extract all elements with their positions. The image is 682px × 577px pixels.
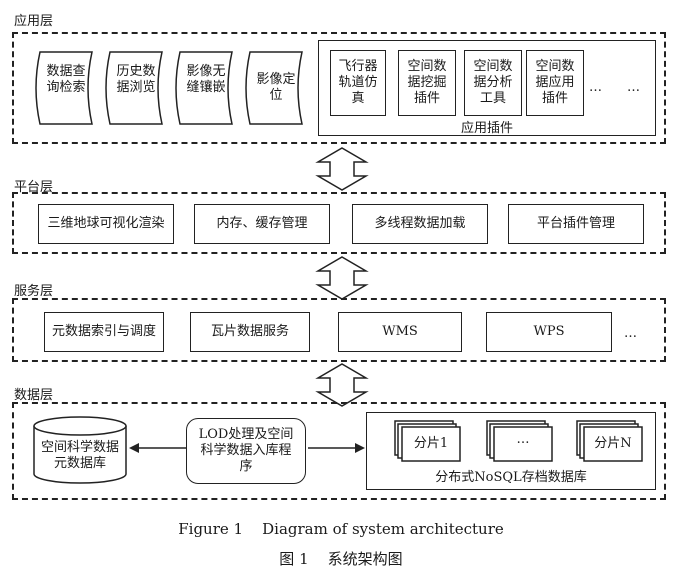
module-data-query: 数据查询检索 (46, 64, 86, 95)
plugins-caption: 应用插件 (460, 121, 513, 136)
module-image-locate: 影像定位 (256, 72, 296, 103)
storage-caption: 分布式NoSQL存档数据库 (435, 470, 587, 485)
platform-layer-title: 平台层 (14, 180, 54, 195)
service-tile-data: 瓦片数据服务 (190, 312, 310, 352)
storage-container (366, 412, 656, 490)
arrow-platform-service (315, 256, 369, 300)
data-layer-frame (12, 402, 666, 500)
module-history-browse: 历史数据浏览 (116, 64, 156, 95)
app-layer-frame (12, 32, 666, 144)
arrow-service-data (315, 363, 369, 407)
service-metadata-index: 元数据索引与调度 (44, 312, 164, 352)
module-shape-1 (35, 51, 93, 125)
shard-stack-2 (486, 420, 553, 462)
platform-layer-frame (12, 192, 666, 254)
platform-plugin-manage: 平台插件管理 (508, 204, 644, 244)
module-shape-2 (105, 51, 163, 125)
arrow-to-database (129, 443, 186, 453)
module-image-mosaic: 影像无缝镶嵌 (186, 64, 226, 95)
app-modules-shapes (35, 51, 303, 125)
shard-ellipsis-label: … (516, 432, 530, 447)
lod-ingest-program: LOD处理及空间科学数据入库程序 (186, 418, 306, 484)
platform-memory-cache: 内存、缓存管理 (194, 204, 330, 244)
shard-n-label: 分片N (594, 436, 632, 451)
plugins-ellipsis: … (589, 80, 602, 95)
data-layer-title: 数据层 (14, 388, 54, 403)
figure-caption-en: Figure 1 Diagram of system architecture (178, 520, 504, 538)
database-metadata: 空间科学数据元数据库 (40, 440, 119, 471)
database-cylinder-icon (33, 416, 127, 484)
service-wms: WMS (338, 312, 462, 352)
figure-caption-cn: 图 1 系统架构图 (279, 550, 403, 568)
service-wps: WPS (486, 312, 612, 352)
plugins-container (318, 40, 656, 136)
platform-globe-render: 三维地球可视化渲染 (38, 204, 174, 244)
service-ellipsis: … (624, 326, 637, 341)
app-layer-title: 应用层 (14, 14, 54, 29)
service-layer-frame (12, 298, 666, 362)
module-shape-4 (245, 51, 303, 125)
shard-stack-1 (394, 420, 461, 462)
module-shape-3 (175, 51, 233, 125)
shard-stack-n (576, 420, 643, 462)
plugin-data-application: 空间数据应用插件 (526, 50, 584, 116)
service-layer-title: 服务层 (14, 284, 54, 299)
plugin-data-analysis: 空间数据分析工具 (464, 50, 522, 116)
shard-1-label: 分片1 (413, 436, 449, 451)
app-ellipsis: … (627, 80, 640, 95)
arrow-app-platform (315, 147, 369, 191)
plugin-orbit-sim: 飞行器轨道仿真 (330, 50, 386, 116)
platform-multithread-load: 多线程数据加载 (352, 204, 488, 244)
arrow-to-storage (308, 443, 365, 453)
plugin-data-mining: 空间数据挖掘插件 (398, 50, 456, 116)
